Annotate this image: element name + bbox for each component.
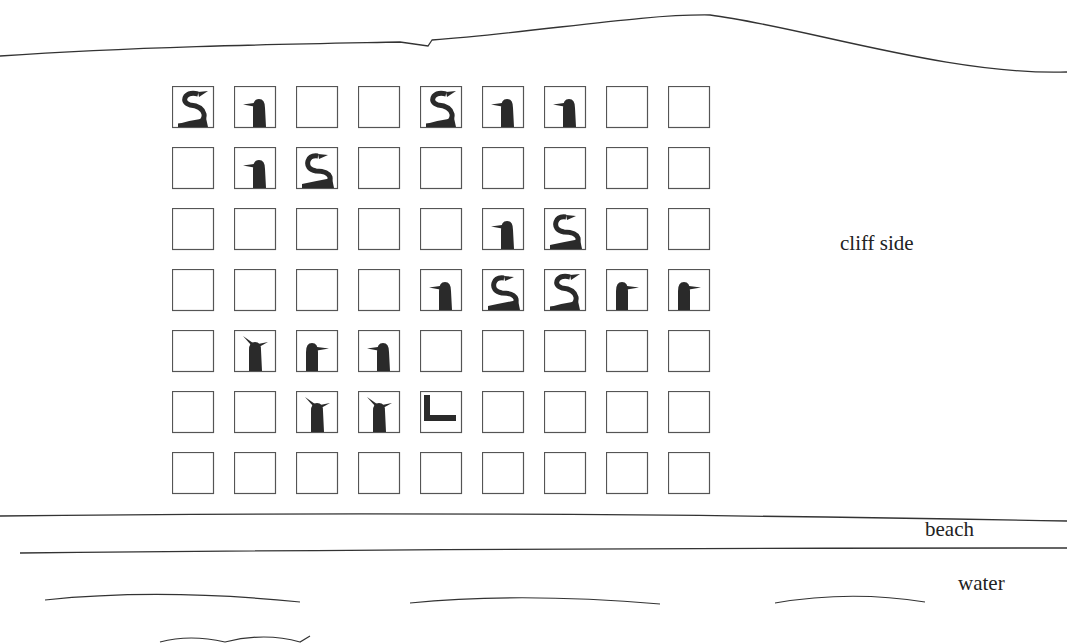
region-label: cliff side <box>840 232 914 255</box>
region-label: beach <box>925 518 974 541</box>
region-label: water <box>958 572 1005 595</box>
